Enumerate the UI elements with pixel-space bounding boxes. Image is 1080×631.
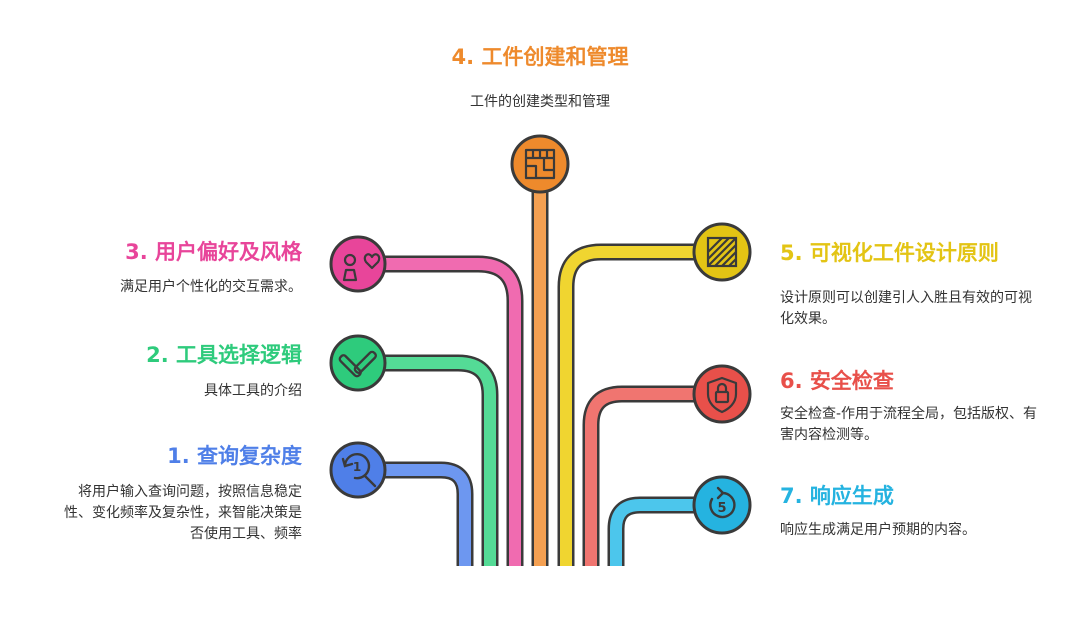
hatched-square-icon	[706, 236, 738, 268]
pipe-query-complexity-outline	[380, 461, 474, 566]
node-user-preference	[329, 235, 387, 293]
tools-icon	[338, 350, 377, 378]
title-visual-design: 5. 可视化工件设计原则	[780, 241, 999, 265]
pipe-visual-design	[560, 246, 700, 566]
person-heart-icon	[342, 253, 381, 282]
desc-query-complexity: 将用户输入查询问题，按照信息稳定性、变化频率及复杂性，来智能决策是否使用工具、频…	[64, 484, 302, 542]
desc-tool-selection: 具体工具的介绍	[204, 383, 302, 399]
pipe-query-complexity	[380, 464, 471, 566]
title-tool-selection: 2. 工具选择逻辑	[146, 343, 302, 367]
title-user-preference: 3. 用户偏好及风格	[125, 240, 302, 264]
node-visual-design	[692, 222, 752, 282]
icon-badge-text: 5	[717, 501, 726, 516]
desc-user-preference: 满足用户个性化的交互需求。	[120, 279, 302, 295]
magnifier-clock-icon: 1	[341, 452, 377, 488]
desc-artifact-management: 工件的创建类型和管理	[470, 94, 610, 110]
pipe-safety-check-outline	[582, 385, 700, 566]
node-safety-check	[692, 364, 752, 424]
node-artifact-management	[510, 134, 570, 194]
title-safety-check: 6. 安全检查	[780, 369, 894, 393]
pipe-response-generation	[610, 499, 700, 566]
title-artifact-management: 4. 工件创建和管理	[451, 45, 629, 69]
pipe-tool-selection	[380, 357, 496, 566]
title-response-generation: 7. 响应生成	[780, 484, 894, 508]
desc-visual-design: 设计原则可以创建引人入胜且有效的可视化效果。	[780, 290, 1032, 327]
desc-safety-check: 安全检查-作用于流程全局，包括版权、有害内容检测等。	[780, 406, 1038, 443]
node-query-complexity: 1	[329, 441, 387, 499]
node-tool-selection	[329, 334, 387, 392]
node-response-generation: 5	[692, 475, 752, 535]
refresh-number-icon: 5	[709, 486, 736, 519]
pipe-user-preference	[380, 258, 521, 566]
pipe-safety-check	[585, 388, 700, 566]
blueprint-icon	[524, 148, 556, 180]
desc-response-generation: 响应生成满足用户预期的内容。	[780, 522, 976, 538]
pipe-response-generation-outline	[607, 496, 700, 566]
icon-badge-text: 1	[353, 460, 361, 474]
lock-shield-icon	[706, 376, 738, 414]
title-query-complexity: 1. 查询复杂度	[167, 444, 302, 468]
